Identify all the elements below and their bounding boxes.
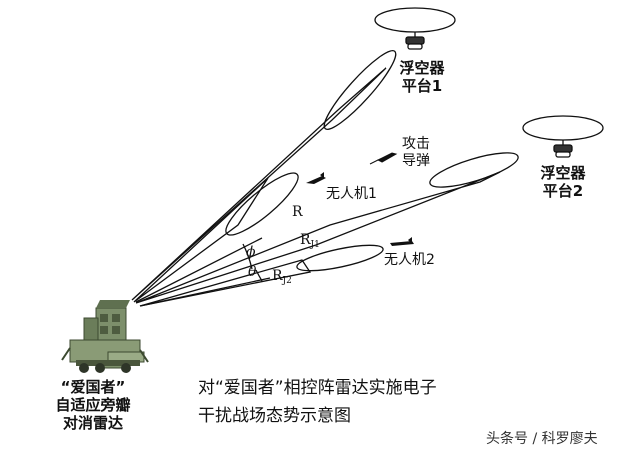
symbol-rj1-main: R xyxy=(300,232,311,248)
platform-1-label-line1: 浮空器 xyxy=(399,59,445,77)
symbol-rj2-main: R xyxy=(272,268,283,284)
uav-1-icon xyxy=(306,172,326,184)
platform-1-icon xyxy=(374,7,456,50)
missile-label-line2: 导弹 xyxy=(402,153,430,169)
beam-uav-2 xyxy=(139,259,312,307)
symbol-rj2-sub: J2 xyxy=(282,276,292,286)
symbol-rj1-sub: J1 xyxy=(310,240,320,250)
radar-icon xyxy=(61,300,149,373)
lobe-uav-2 xyxy=(296,244,384,272)
lobe-platform-1 xyxy=(323,50,397,130)
lobe-uav-1 xyxy=(225,172,299,236)
platform-2-label: 浮空器 平台2 xyxy=(532,164,594,200)
uav-2-label: 无人机2 xyxy=(384,252,435,268)
platform-1-label: 浮空器 平台1 xyxy=(392,59,452,95)
jam-line xyxy=(135,237,263,303)
missile-label-line1: 攻击 xyxy=(402,136,430,152)
symbol-r: R xyxy=(292,204,303,220)
platform-2-icon xyxy=(522,115,604,158)
beam-uav-1 xyxy=(133,177,269,303)
uav-2-icon xyxy=(390,237,414,246)
radar-label-line1: “爱国者” xyxy=(60,378,126,396)
caption: 对“爱国者”相控阵雷达实施电子 干扰战场态势示意图 xyxy=(198,374,437,430)
platform-2-label-line1: 浮空器 xyxy=(540,164,586,182)
watermark: 头条号 / 科罗廖夫 xyxy=(486,431,598,447)
uav-1-label: 无人机1 xyxy=(326,186,377,202)
caption-line1: 对“爱国者”相控阵雷达实施电子 xyxy=(198,378,437,398)
radar-label-line3: 对消雷达 xyxy=(62,414,123,432)
theta-arc xyxy=(255,269,263,282)
radar-label: “爱国者” 自适应旁瓣 对消雷达 xyxy=(38,378,148,432)
symbol-phi: ϕ xyxy=(246,244,256,260)
caption-line2: 干扰战场态势示意图 xyxy=(198,406,351,426)
missile-icon xyxy=(369,152,398,165)
rj2-line xyxy=(139,277,271,307)
symbol-rj1: RJ1 xyxy=(300,232,320,250)
lobe-platform-2 xyxy=(429,152,519,188)
platform-1-label-line2: 平台1 xyxy=(401,77,443,95)
platform-2-label-line2: 平台2 xyxy=(542,182,584,200)
radar-label-line2: 自适应旁瓣 xyxy=(55,396,131,414)
phi-arc xyxy=(242,243,253,270)
beam-platform-2 xyxy=(135,171,501,304)
missile-label: 攻击 导弹 xyxy=(396,136,436,170)
symbol-theta: θ xyxy=(248,264,257,280)
symbol-rj2: RJ2 xyxy=(272,268,292,286)
